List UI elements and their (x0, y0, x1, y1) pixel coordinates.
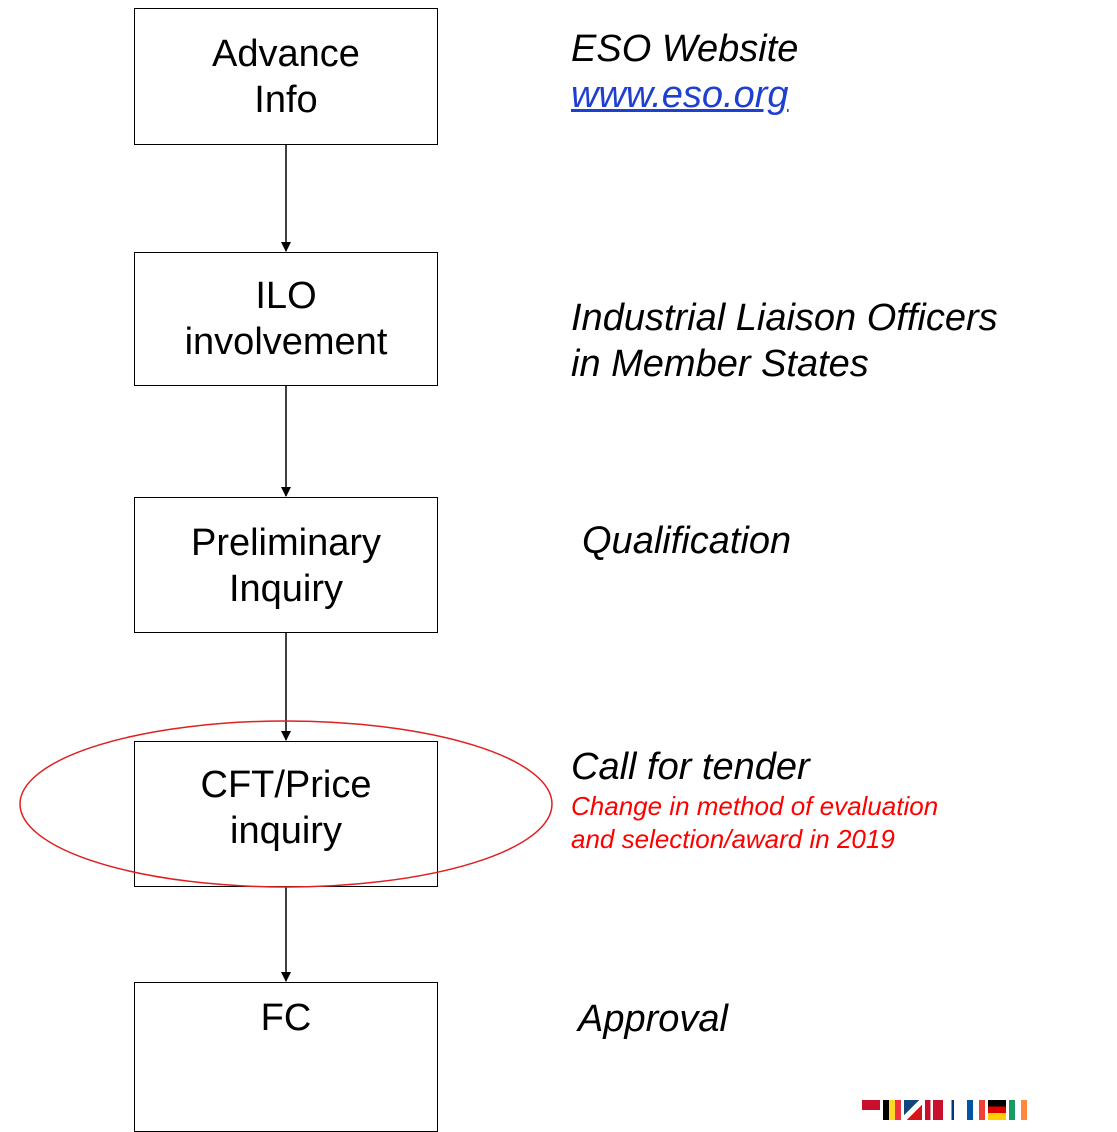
step-ilo-line2: involvement (184, 321, 388, 363)
desc-ilo-line1: Industrial Liaison Officers (571, 297, 998, 339)
desc-ilo: Industrial Liaison Officers in Member St… (571, 295, 998, 387)
flag-icon (862, 1100, 880, 1120)
desc-cft-note-line2: and selection/award in 2019 (571, 824, 895, 854)
desc-cft: Call for tender Change in method of eval… (571, 744, 938, 856)
flag-icon (946, 1100, 964, 1120)
step-ilo-involvement: ILO involvement (134, 252, 438, 386)
member-state-flags-icon (862, 1100, 1027, 1120)
flag-icon (988, 1100, 1006, 1120)
step-advance-info-line2: Info (254, 79, 318, 121)
flag-icon (883, 1100, 901, 1120)
step-cft-line1: CFT/Price (200, 764, 372, 806)
desc-qualification: Qualification (582, 520, 792, 562)
desc-preliminary: Qualification (582, 518, 791, 564)
step-preliminary-line1: Preliminary (190, 522, 382, 564)
step-ilo-line1: ILO (255, 275, 317, 317)
step-preliminary-line2: Inquiry (228, 568, 344, 610)
highlight-ellipse (19, 720, 553, 888)
step-fc: FC (134, 982, 438, 1132)
desc-ilo-line2: in Member States (571, 343, 869, 385)
step-advance-info-line1: Advance (212, 33, 360, 75)
step-cft-line2: inquiry (230, 810, 342, 852)
eso-website-link[interactable]: www.eso.org (571, 74, 789, 116)
flag-icon (904, 1100, 922, 1120)
desc-advance-info: ESO Website www.eso.org (571, 26, 798, 118)
flag-icon (967, 1100, 985, 1120)
desc-cft-note-line1: Change in method of evaluation (571, 791, 939, 821)
step-fc-line1: FC (260, 997, 312, 1039)
desc-fc: Approval (578, 996, 728, 1042)
step-advance-info: Advance Info (134, 8, 438, 145)
desc-call-for-tender: Call for tender (571, 746, 810, 788)
flag-icon (925, 1100, 943, 1120)
flag-icon (1009, 1100, 1027, 1120)
desc-eso-website: ESO Website (571, 28, 799, 70)
step-preliminary-inquiry: Preliminary Inquiry (134, 497, 438, 633)
desc-approval: Approval (578, 998, 728, 1040)
